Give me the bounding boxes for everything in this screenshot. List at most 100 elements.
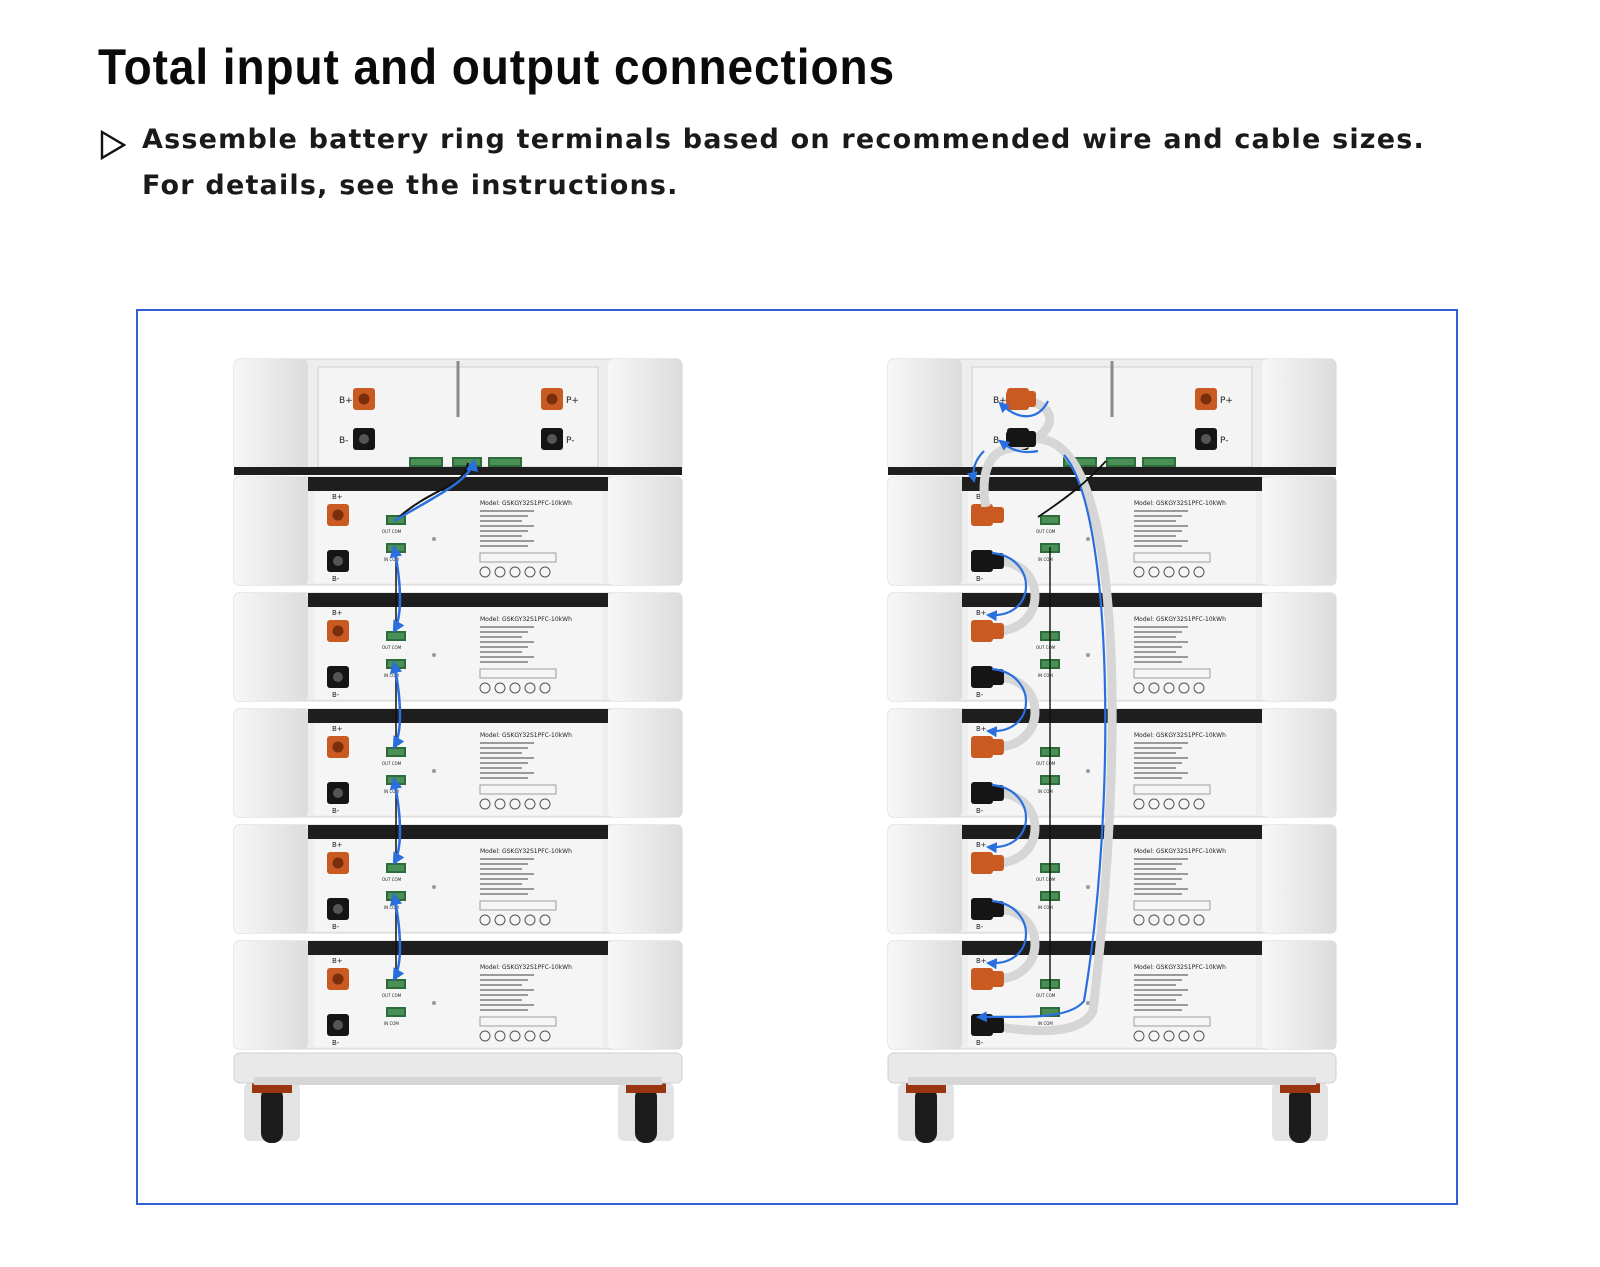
com-link-arrow xyxy=(389,544,405,634)
safety-icon xyxy=(494,1030,506,1042)
module-panel xyxy=(314,607,602,699)
orange-plug xyxy=(974,507,1004,523)
com-link-arrow xyxy=(389,892,405,982)
orange-plug xyxy=(1006,391,1036,407)
model-label: Model: GSKGY32S1PFC-10kWh xyxy=(1134,964,1226,971)
flow-arrow xyxy=(985,783,1028,854)
instruction-line-2: For details, see the instructions. xyxy=(142,170,679,201)
barcode-box xyxy=(1133,668,1211,679)
port-in-label: IN COM xyxy=(1038,905,1053,910)
diagram-frame: B+ B- P+ P- B+ B- OUT COM IN COM Model: GSKGY32S… xyxy=(136,309,1458,1205)
model-label: Model: GSKGY32S1PFC-10kWh xyxy=(1134,848,1226,855)
side-panel-right xyxy=(608,825,682,933)
safety-icon xyxy=(479,682,491,694)
flow-arrow xyxy=(998,400,1049,418)
port-out-label: OUT COM xyxy=(382,993,402,998)
safety-icon xyxy=(494,914,506,926)
safety-icon xyxy=(1148,566,1160,578)
side-panel-right xyxy=(1262,359,1336,471)
flow-arrow xyxy=(966,450,985,484)
safety-icon xyxy=(1178,798,1190,810)
safety-icon xyxy=(479,566,491,578)
bminus-label: B- xyxy=(976,1039,984,1047)
barcode-box xyxy=(479,552,557,563)
bplus-label: B+ xyxy=(976,725,987,733)
dark-band xyxy=(962,941,1262,955)
page-title: Total input and output connections xyxy=(98,39,896,95)
flow-arrow xyxy=(998,439,1039,454)
safety-icon xyxy=(524,914,536,926)
flow-arrow xyxy=(985,899,1028,970)
left-comm-cables xyxy=(389,458,479,982)
barcode-box xyxy=(1133,900,1211,911)
barcode-box xyxy=(479,900,557,911)
safety-icon xyxy=(1193,914,1205,926)
side-panel-right xyxy=(1262,477,1336,585)
barcode-box xyxy=(1133,1016,1211,1027)
side-panel-left xyxy=(234,477,308,585)
safety-icon xyxy=(1163,566,1175,578)
black-plug xyxy=(974,901,1004,917)
side-panel-left xyxy=(234,593,308,701)
safety-icon xyxy=(1178,566,1190,578)
port-out-label: OUT COM xyxy=(1036,761,1056,766)
bminus-label: B- xyxy=(976,807,984,815)
side-panel-right xyxy=(1262,709,1336,817)
side-panel-left xyxy=(234,709,308,817)
barcode-box xyxy=(479,1016,557,1027)
safety-icon xyxy=(479,1030,491,1042)
orange-plug xyxy=(974,971,1004,987)
pminus-label: P- xyxy=(1220,436,1228,446)
pplus-label: P+ xyxy=(1220,396,1233,406)
module-panel xyxy=(314,491,602,583)
side-panel-right xyxy=(608,477,682,585)
com-link-arrow xyxy=(393,458,479,523)
dark-band xyxy=(308,709,608,723)
battery-stack-diagram: B+ B- P+ P- B+ B- OUT COM IN COM Model: GSKGY32S… xyxy=(233,358,1337,1143)
caster-wheel xyxy=(261,1087,283,1143)
safety-icon xyxy=(1148,798,1160,810)
side-panel-right xyxy=(608,709,682,817)
module-panel xyxy=(314,955,602,1047)
port-out-label: OUT COM xyxy=(1036,529,1056,534)
safety-icon xyxy=(1193,566,1205,578)
black-plug xyxy=(1006,431,1036,447)
bplus-label: B+ xyxy=(993,396,1007,406)
safety-icon xyxy=(509,682,521,694)
dark-band xyxy=(308,825,608,839)
bplus-label: B+ xyxy=(332,725,343,733)
power-cable xyxy=(995,672,1040,752)
safety-icon xyxy=(1133,566,1145,578)
dark-band xyxy=(308,477,608,491)
safety-icon xyxy=(1133,914,1145,926)
bminus-label: B- xyxy=(332,575,340,583)
flow-arrow xyxy=(985,551,1028,622)
safety-icon xyxy=(1163,682,1175,694)
side-panel-left xyxy=(888,709,962,817)
side-panel-right xyxy=(1262,941,1336,1049)
bplus-label: B+ xyxy=(332,493,343,501)
port-out-label: OUT COM xyxy=(382,529,402,534)
port-in-label: IN COM xyxy=(1038,789,1053,794)
port-in-label: IN COM xyxy=(1038,1021,1053,1026)
pplus-label: P+ xyxy=(566,396,579,406)
dark-band xyxy=(888,467,1336,475)
bminus-label: B- xyxy=(976,923,984,931)
safety-icon xyxy=(524,566,536,578)
power-cable xyxy=(995,556,1040,636)
safety-icon xyxy=(1148,914,1160,926)
bminus-label: B- xyxy=(332,923,340,931)
bplus-label: B+ xyxy=(332,957,343,965)
bplus-label: B+ xyxy=(976,841,987,849)
safety-icon xyxy=(1148,1030,1160,1042)
safety-icon xyxy=(1163,1030,1175,1042)
barcode-box xyxy=(479,668,557,679)
safety-icon xyxy=(479,798,491,810)
bplus-label: B+ xyxy=(332,841,343,849)
black-plug xyxy=(974,1017,1004,1033)
orange-plug xyxy=(974,739,1004,755)
black-plug xyxy=(974,785,1004,801)
power-cable xyxy=(995,904,1040,984)
side-panel-right xyxy=(608,359,682,471)
